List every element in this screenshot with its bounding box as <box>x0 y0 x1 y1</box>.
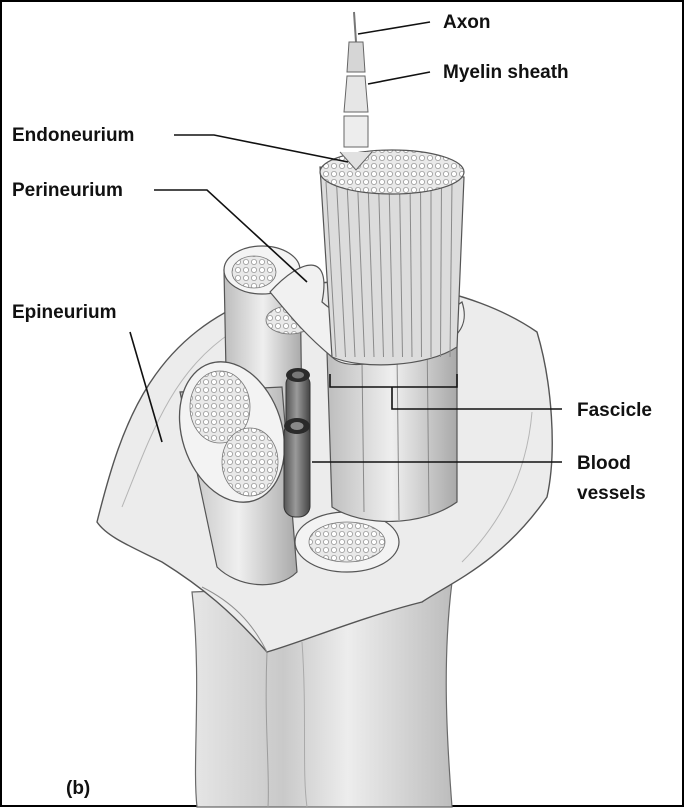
label-blood-vessels-line1: Blood <box>577 453 631 474</box>
label-myelin-sheath: Myelin sheath <box>443 62 569 83</box>
label-endoneurium: Endoneurium <box>12 125 134 146</box>
label-axon: Axon <box>443 12 491 33</box>
axon-bundle <box>320 150 464 365</box>
leader-axon <box>358 22 430 34</box>
label-epineurium: Epineurium <box>12 302 117 323</box>
leader-myelin-sheath <box>368 72 430 84</box>
leader-endoneurium <box>174 135 348 162</box>
blood-vessels <box>284 368 310 517</box>
label-fascicle: Fascicle <box>577 400 652 421</box>
panel-label: (b) <box>66 778 90 799</box>
label-blood-vessels-line2: vessels <box>577 483 646 504</box>
axon-single <box>340 12 372 170</box>
label-perineurium: Perineurium <box>12 180 123 201</box>
